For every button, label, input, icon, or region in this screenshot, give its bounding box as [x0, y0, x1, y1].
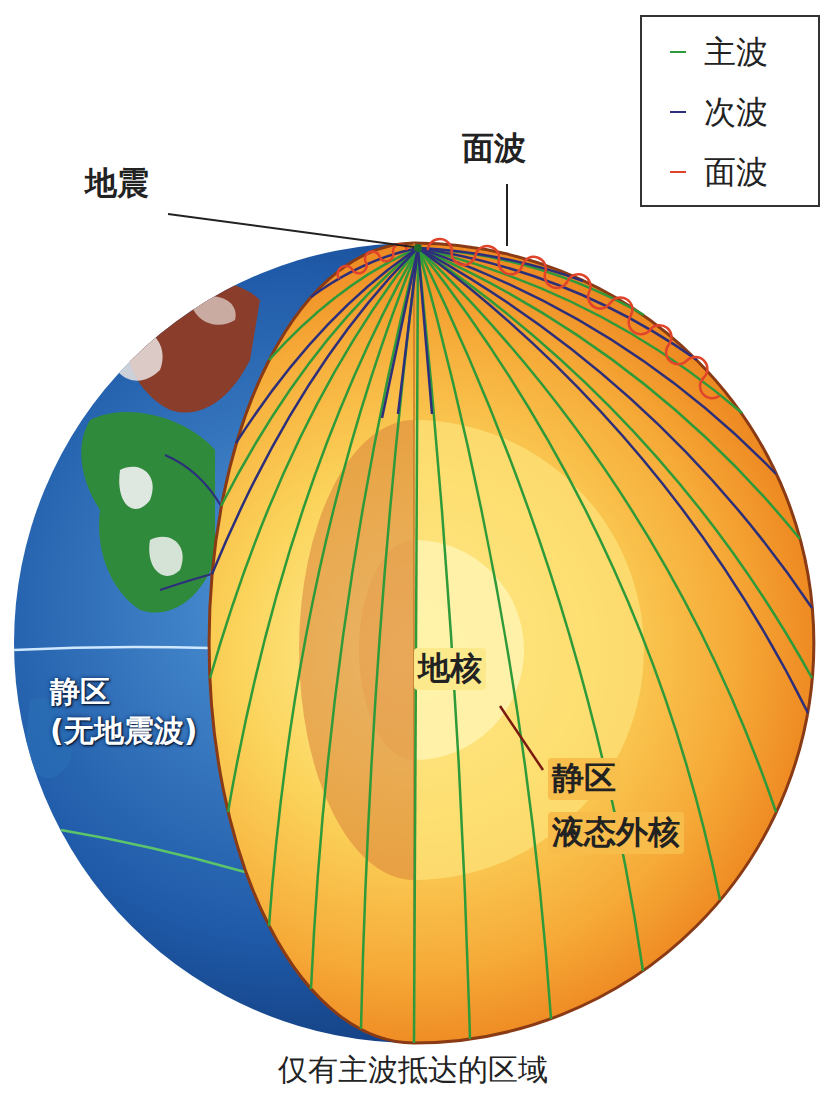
legend-text: 面波	[704, 153, 768, 191]
legend-entry: 面波	[670, 150, 768, 194]
core-label: 地核	[414, 648, 486, 690]
shadow-zone-label: 静区 (无地震波)	[50, 672, 250, 750]
leader-line	[500, 706, 543, 770]
legend-box	[641, 16, 819, 206]
legend-text: 次波	[704, 93, 768, 131]
surface-wave	[338, 239, 720, 398]
caption: 仅有主波抵达的区域	[278, 1050, 548, 1089]
epicenter-label: 地震	[85, 163, 149, 205]
legend-line-sample	[670, 51, 686, 53]
legend-line-sample	[670, 171, 686, 173]
legend-entry: 主波	[670, 30, 768, 74]
leader-line	[168, 214, 414, 247]
shadow-zone-label: 静区	[548, 758, 620, 800]
legend-line-sample	[670, 111, 686, 113]
legend-entry: 次波	[670, 90, 768, 134]
cut-face	[209, 243, 814, 1043]
legend-text: 主波	[704, 33, 768, 71]
p-wave-rays	[210, 248, 812, 1043]
s-wave-rays	[212, 248, 812, 713]
leader-line	[506, 184, 508, 246]
outer-core-label: 液态外核	[548, 812, 684, 854]
wave-label: 面波	[462, 128, 526, 170]
globe	[14, 243, 814, 1043]
